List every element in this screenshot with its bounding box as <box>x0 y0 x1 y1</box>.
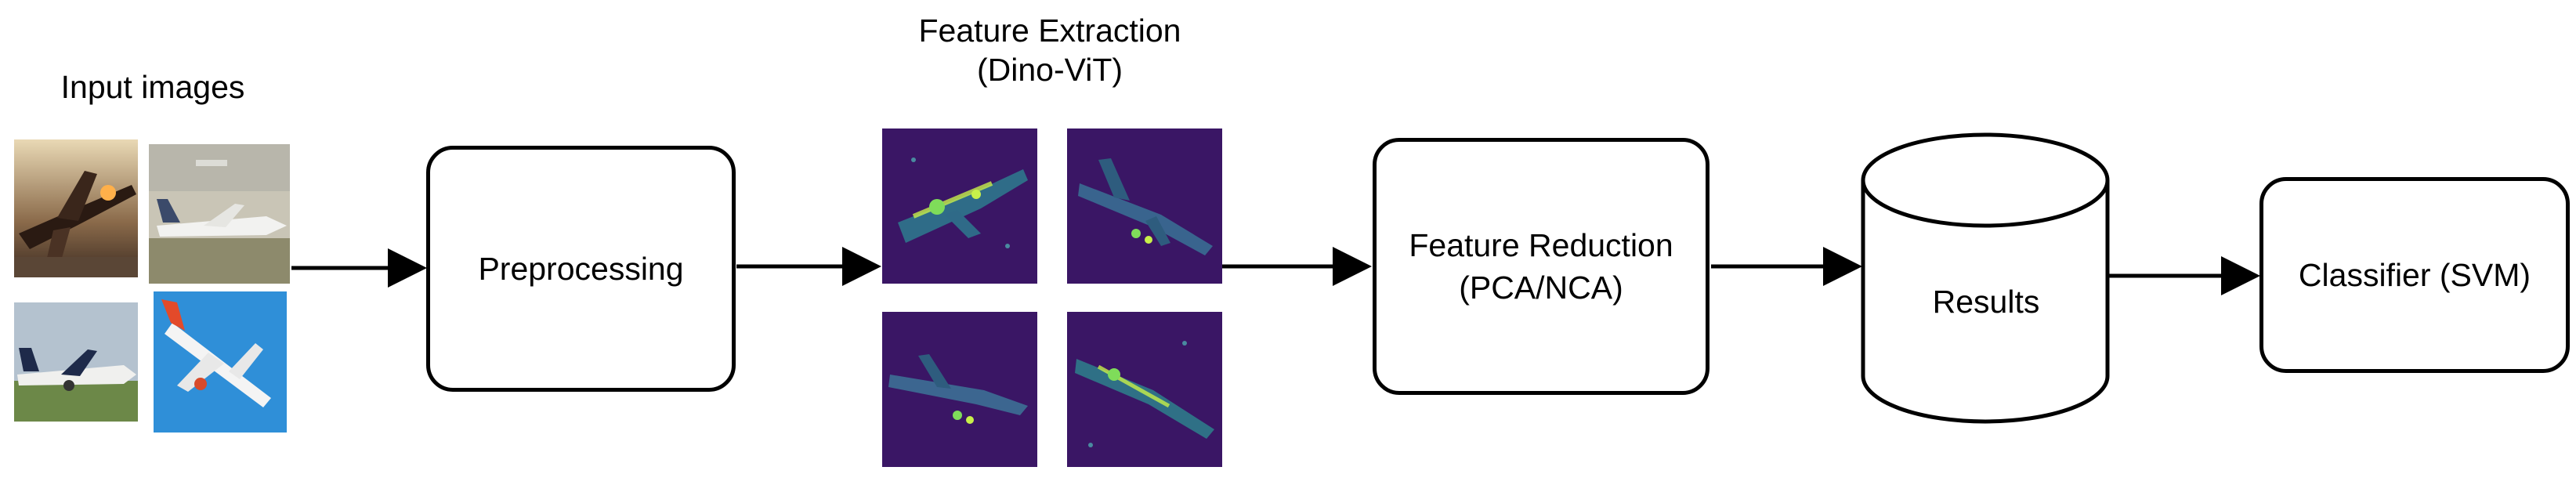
feature-reduction-line2: (PCA/NCA) <box>1459 270 1623 306</box>
classifier-box: Classifier (SVM) <box>2259 177 2570 373</box>
feature-extraction-title: Feature Extraction (Dino-ViT) <box>846 11 1254 89</box>
results-label: Results <box>1932 284 2040 320</box>
input-images-label: Input images <box>60 69 245 105</box>
input-image-4 <box>154 291 287 433</box>
feature-map-2 <box>1067 128 1222 284</box>
feature-reduction-line1: Feature Reduction <box>1409 227 1673 263</box>
input-image-2 <box>149 144 290 284</box>
feature-map-3 <box>882 312 1037 467</box>
feature-map-1 <box>882 128 1037 284</box>
feature-extraction-title-line2: (Dino-ViT) <box>976 52 1123 88</box>
feature-map-4 <box>1067 312 1222 467</box>
input-image-1 <box>14 139 138 277</box>
feature-reduction-box: Feature Reduction (PCA/NCA) <box>1373 138 1709 395</box>
classifier-label: Classifier (SVM) <box>2298 257 2531 293</box>
preprocessing-box: Preprocessing <box>426 146 736 392</box>
feature-extraction-title-line1: Feature Extraction <box>918 13 1181 49</box>
input-image-3 <box>14 302 138 422</box>
preprocessing-label: Preprocessing <box>478 251 684 287</box>
